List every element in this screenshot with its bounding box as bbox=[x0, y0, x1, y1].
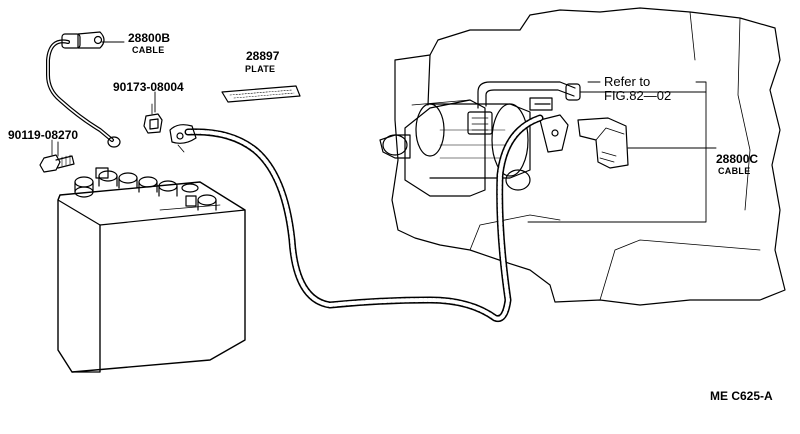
bolt-90119-08270 bbox=[39, 139, 75, 173]
plate-part-number: 28897 bbox=[246, 49, 280, 63]
plate-part-name: PLATE bbox=[245, 64, 276, 74]
leader-lines bbox=[57, 41, 717, 223]
engine-block bbox=[391, 7, 786, 306]
battery bbox=[57, 167, 246, 373]
reference-line-2: FIG.82—02 bbox=[604, 88, 672, 103]
bolt-part-number: 90119-08270 bbox=[8, 128, 79, 142]
cable-28800b bbox=[46, 31, 121, 148]
cable-28800b-part-number: 28800B bbox=[128, 31, 171, 45]
clip-90173-08004 bbox=[143, 103, 163, 134]
cable-28800b-part-name: CABLE bbox=[132, 45, 165, 55]
clip-part-number: 90173-08004 bbox=[113, 80, 184, 94]
plate-28897 bbox=[221, 85, 301, 103]
cable-28800c-part-name: CABLE bbox=[718, 166, 751, 176]
cable-28800c-hardware bbox=[477, 81, 629, 169]
figure-code: ME C625-A bbox=[710, 389, 773, 403]
cable-28800c-part-number: 28800C bbox=[716, 152, 759, 166]
reference-line-1: Refer to bbox=[604, 74, 651, 89]
battery-cable-main bbox=[169, 114, 544, 323]
